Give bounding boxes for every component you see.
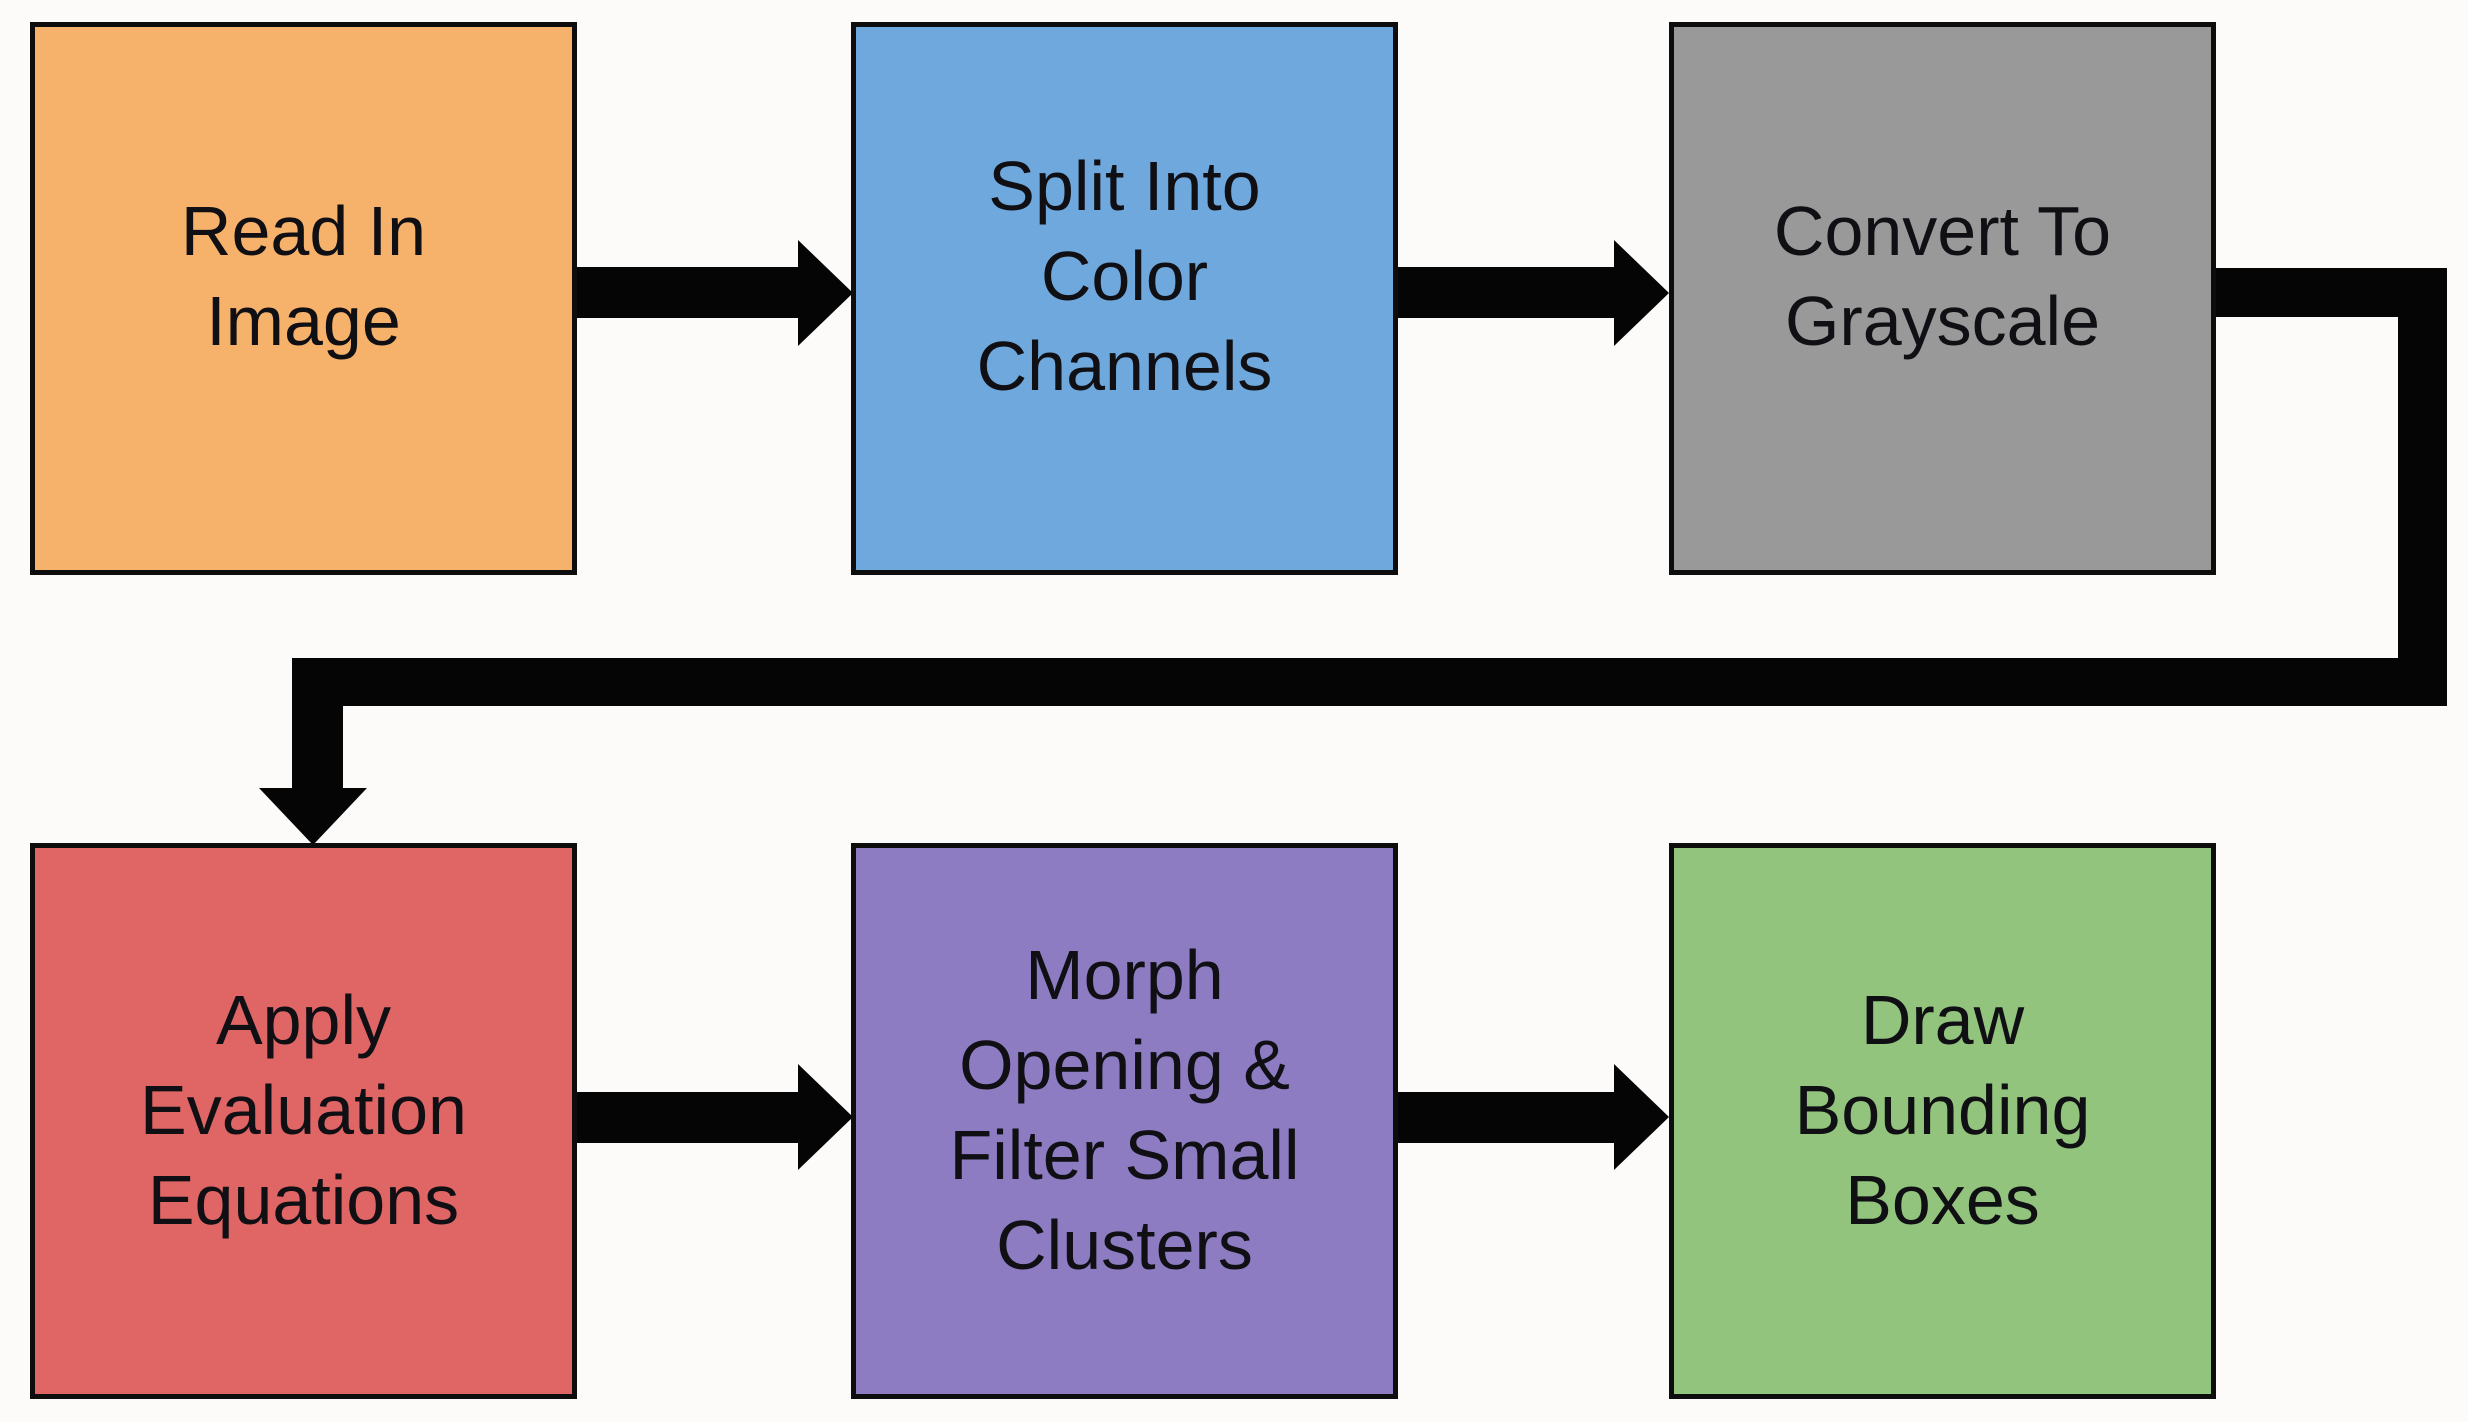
- node-read-in-image: Read In Image: [30, 22, 577, 575]
- node-split-into-color-channels-label: Split Into Color Channels: [976, 146, 1273, 405]
- node-apply-evaluation-equations: Apply Evaluation Equations: [30, 843, 577, 1399]
- node-split-into-color-channels: Split Into Color Channels: [851, 22, 1398, 575]
- node-apply-evaluation-equations-label: Apply Evaluation Equations: [140, 981, 467, 1239]
- node-convert-to-grayscale: Convert To Grayscale: [1669, 22, 2216, 575]
- node-draw-bounding-boxes: Draw Bounding Boxes: [1669, 843, 2216, 1399]
- node-convert-to-grayscale-label: Convert To Grayscale: [1773, 191, 2112, 360]
- arrow-apply-to-morph: [572, 1064, 853, 1170]
- node-morph-opening-filter-small-clusters-label: Morph Opening & Filter Small Clusters: [949, 936, 1300, 1284]
- arrow-split-to-grayscale: [1393, 240, 1669, 346]
- node-read-in-image-label: Read In Image: [180, 191, 427, 360]
- arrow-read-to-split: [572, 240, 853, 346]
- arrow-morph-to-draw: [1393, 1064, 1669, 1170]
- node-draw-bounding-boxes-label: Draw Bounding Boxes: [1794, 981, 2091, 1239]
- node-morph-opening-filter-small-clusters: Morph Opening & Filter Small Clusters: [851, 843, 1398, 1399]
